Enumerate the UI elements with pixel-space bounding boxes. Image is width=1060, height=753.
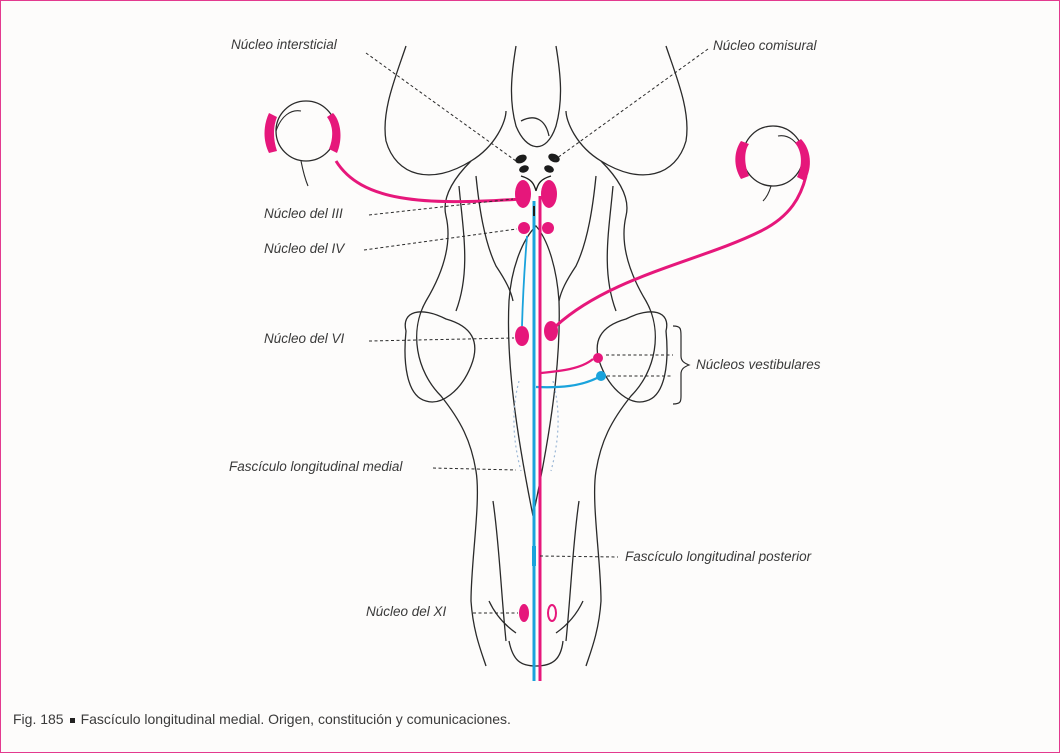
label-nucleo-xi: Núcleo del XI bbox=[366, 604, 446, 620]
right-eye-icon bbox=[735, 126, 810, 201]
figure-number: Fig. 185 bbox=[13, 711, 64, 727]
caption-bullet-icon bbox=[70, 718, 75, 723]
left-eye-icon bbox=[265, 101, 341, 186]
caption-text: Fascículo longitudinal medial. Origen, c… bbox=[81, 711, 511, 727]
black-nuclei bbox=[514, 152, 561, 174]
brainstem-outline bbox=[385, 46, 687, 666]
label-fasciculo-medial: Fascículo longitudinal medial bbox=[229, 459, 402, 475]
label-nucleo-intersticial: Núcleo intersticial bbox=[231, 37, 337, 53]
oculomotor-nerve bbox=[336, 161, 521, 202]
figure-caption: Fig. 185 Fascículo longitudinal medial. O… bbox=[13, 711, 511, 727]
label-nucleo-iii: Núcleo del III bbox=[264, 206, 343, 222]
label-nucleo-vi: Núcleo del VI bbox=[264, 331, 344, 347]
label-nucleo-comisural: Núcleo comisural bbox=[713, 38, 817, 54]
leader-lines bbox=[364, 49, 708, 613]
vestibular-bracket bbox=[673, 326, 689, 404]
label-nucleo-iv: Núcleo del IV bbox=[264, 241, 344, 257]
label-nucleos-vestibulares: Núcleos vestibulares bbox=[696, 357, 821, 373]
label-fasciculo-posterior: Fascículo longitudinal posterior bbox=[625, 549, 811, 565]
